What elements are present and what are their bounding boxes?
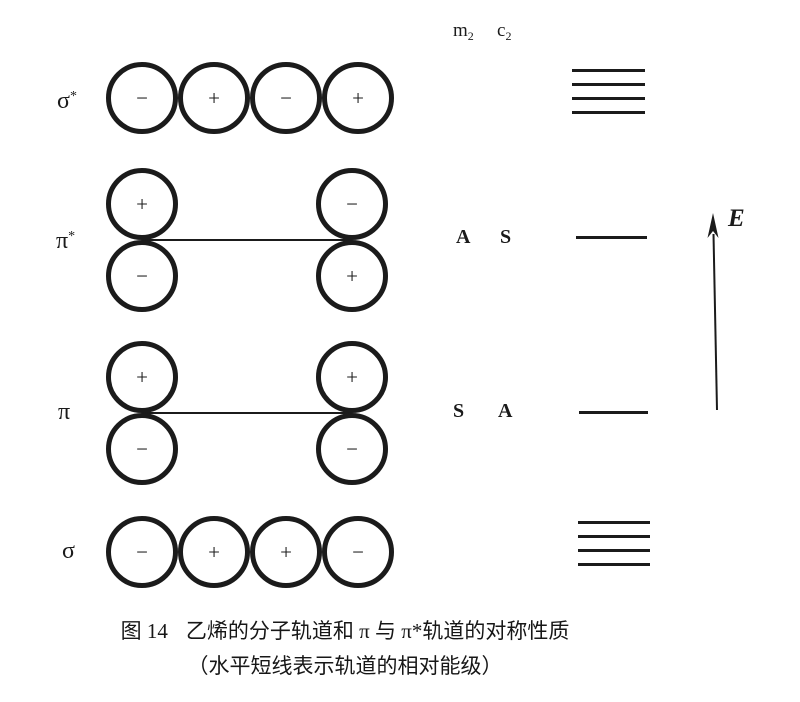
energy-level-line xyxy=(572,83,645,86)
symmetry-header-c2: c2 xyxy=(497,20,511,47)
caption-note: （水平短线表示轨道的相对能级） xyxy=(187,654,503,678)
sigma-symbol: σ xyxy=(62,538,75,564)
pi-star-right-bottom-lobe: + xyxy=(316,240,388,312)
orbital-label-pi-star: π* xyxy=(56,224,75,254)
pi-star-asterisk: * xyxy=(68,229,76,244)
c2-base: c xyxy=(497,20,506,41)
sigma-lobe-4: − xyxy=(322,516,394,588)
m2-base: m xyxy=(453,20,468,41)
caption-line-1: 图 14 乙烯的分子轨道和 π 与 π*轨道的对称性质 xyxy=(0,614,690,649)
figure-caption: 图 14 乙烯的分子轨道和 π 与 π*轨道的对称性质 （水平短线表示轨道的相对能… xyxy=(0,614,690,684)
caption-title: 乙烯的分子轨道和 π 与 π*轨道的对称性质 xyxy=(185,619,570,643)
orbital-label-sigma-star: σ* xyxy=(57,84,77,114)
sigma-star-lobe-1: − xyxy=(106,62,178,134)
symmetry-header-m2: m2 xyxy=(453,20,474,47)
sigma-star-energy-levels xyxy=(572,69,645,114)
c2-subscript: 2 xyxy=(505,29,512,43)
pi-m2-symmetry: S xyxy=(453,400,465,422)
energy-level-line xyxy=(578,521,650,524)
pi-star-symbol: π xyxy=(56,228,69,254)
sigma-lobe-2: + xyxy=(178,516,250,588)
energy-level-line xyxy=(572,69,645,72)
sigma-star-lobe-2: + xyxy=(178,62,250,134)
pi-star-left-top-lobe: + xyxy=(106,168,178,240)
pi-star-c2-symmetry: S xyxy=(500,226,512,248)
pi-c2-symmetry: A xyxy=(498,400,513,422)
sigma-energy-levels xyxy=(578,521,650,566)
energy-level-line xyxy=(578,535,650,538)
pi-symbol: π xyxy=(58,399,71,425)
pi-star-right-top-lobe: − xyxy=(316,168,388,240)
sigma-lobe-1: − xyxy=(106,516,178,588)
energy-level-line xyxy=(572,111,645,114)
sigma-star-asterisk: * xyxy=(69,89,77,104)
pi-star-left-bottom-lobe: − xyxy=(106,240,178,312)
orbital-label-pi: π xyxy=(58,399,70,425)
sigma-star-lobe-4: + xyxy=(322,62,394,134)
m2-subscript: 2 xyxy=(467,29,474,43)
energy-axis-label: E xyxy=(728,205,745,232)
energy-level-line xyxy=(578,549,650,552)
pi-star-energy-level xyxy=(576,236,647,239)
orbital-label-sigma: σ xyxy=(62,538,75,564)
pi-left-bottom-lobe: − xyxy=(106,413,178,485)
energy-axis-line xyxy=(712,233,718,411)
energy-level-line xyxy=(578,563,650,566)
sigma-star-lobe-3: − xyxy=(250,62,322,134)
figure-number: 图 14 xyxy=(120,619,168,643)
pi-right-top-lobe: + xyxy=(316,341,388,413)
pi-left-top-lobe: + xyxy=(106,341,178,413)
sigma-lobe-3: + xyxy=(250,516,322,588)
energy-axis-arrowhead xyxy=(707,213,719,238)
pi-energy-level xyxy=(579,411,648,414)
pi-right-bottom-lobe: − xyxy=(316,413,388,485)
energy-level-line xyxy=(572,97,645,100)
sigma-star-symbol: σ xyxy=(57,88,70,114)
pi-star-m2-symmetry: A xyxy=(456,226,471,248)
